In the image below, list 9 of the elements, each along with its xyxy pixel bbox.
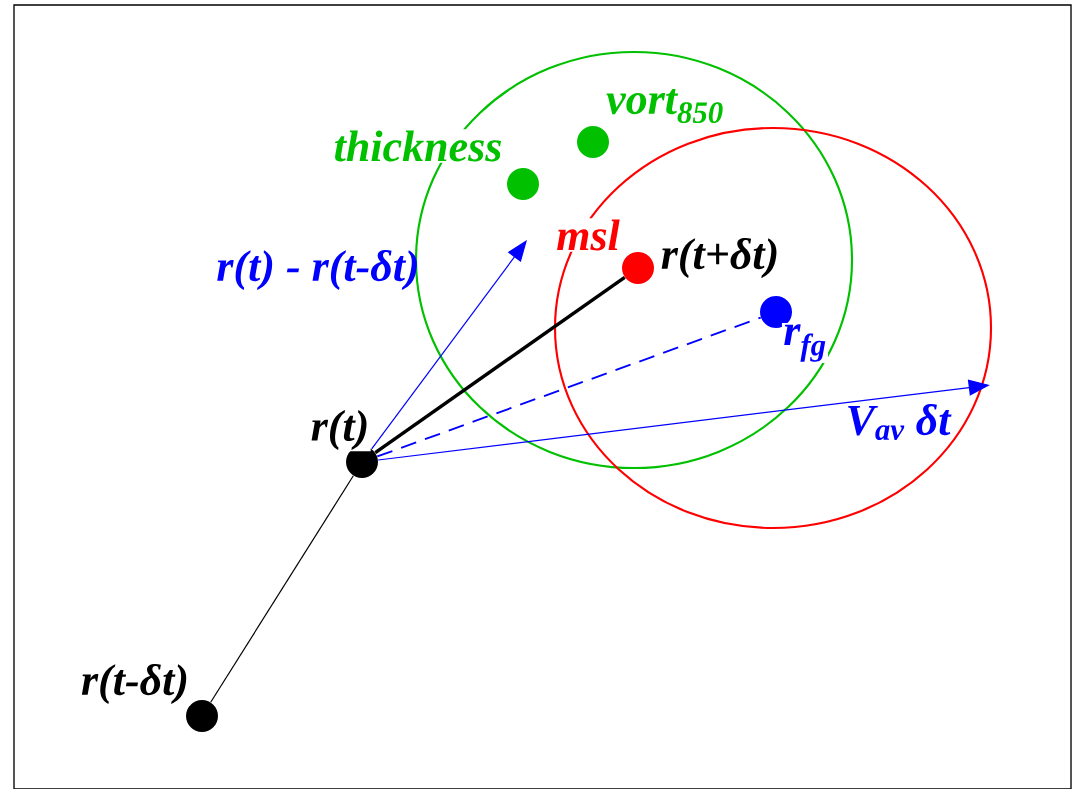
point-label: r$_{fg}$ [781,322,829,364]
arrow [371,240,527,450]
point-label: r(t) [309,408,371,452]
point-label: r(t-δt) [79,662,191,706]
point-label: r(t+δt) [659,236,781,280]
point-label: vort$_{850}$ [604,87,726,125]
point-label: thickness [332,129,504,163]
area-label: msl [554,218,622,252]
edge-label: V$_{av}$ δt [848,404,952,440]
